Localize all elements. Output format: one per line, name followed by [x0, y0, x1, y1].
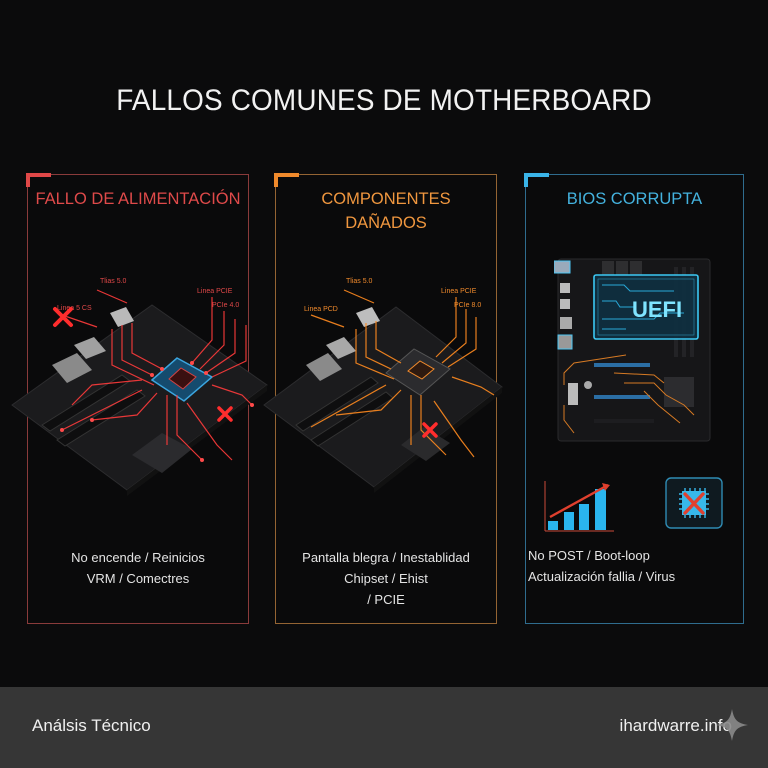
- description-line: / PCIE: [367, 592, 405, 607]
- rising-bar-chart-icon: [544, 481, 614, 532]
- footer-bar: Análsis Técnico ihardwarre.info: [0, 687, 768, 768]
- panel-damaged-components: COMPONENTES DAÑADOS: [263, 173, 503, 624]
- description-line: No POST / Boot-loop: [528, 548, 650, 563]
- panel-description: No POST / Boot-loop Actualización fallia…: [526, 545, 745, 587]
- panel-title-line: COMPONENTES: [321, 190, 451, 208]
- x-mark-icon: [217, 406, 233, 422]
- page-title: FALLOS COMUNES DE MOTHERBOARD: [116, 84, 652, 117]
- footer-site-link[interactable]: ihardwarre.info: [619, 716, 732, 735]
- svg-text:Linea PCIE: Linea PCIE: [197, 288, 233, 295]
- svg-text:PCIe 4.0: PCIe 4.0: [212, 302, 239, 309]
- svg-text:PCIe 8.0: PCIe 8.0: [454, 302, 481, 309]
- x-mark-icon: [53, 307, 73, 327]
- corner-accent: [524, 173, 549, 187]
- description-line: Pantalla blegra / Inestablidad: [302, 550, 470, 565]
- svg-text:Tlias 5.0: Tlias 5.0: [100, 278, 127, 285]
- panel-title: FALLO DE ALIMENTACIÓN: [35, 190, 241, 208]
- panel-title-line: DAÑADOS: [345, 214, 427, 232]
- chip-error-icon: [665, 477, 723, 529]
- description-line: VRM / Comectres: [86, 571, 190, 586]
- svg-text:Linea PCIE: Linea PCIE: [441, 288, 477, 295]
- motherboard-orange-traces-icon: Tlias 5.0 Linea PCIE PCIe 8.0 Linea PCD: [263, 278, 503, 493]
- footer-tagline: Análsis Técnico: [32, 716, 151, 735]
- panel-description: No encende / Reinicios VRM / Comectres: [28, 547, 248, 589]
- svg-text:UEFI: UEFI: [632, 297, 682, 322]
- description-line: Actualización fallia / Virus: [528, 569, 676, 584]
- motherboard-uefi-icon: UEFI: [554, 258, 711, 442]
- svg-text:Linea PCD: Linea PCD: [304, 306, 338, 313]
- panel-title: COMPONENTES DAÑADOS: [276, 187, 496, 235]
- panel-title: BIOS CORRUPTA: [566, 190, 703, 208]
- panel-bios-corrupt: BIOS CORRUPTA UEFI: [524, 173, 745, 624]
- svg-text:Tlias 5.0: Tlias 5.0: [346, 278, 373, 285]
- sparkle-icon: [716, 709, 748, 741]
- description-line: Chipset / Ehist: [344, 571, 428, 586]
- panel-description: Pantalla blegra / Inestablidad Chipset /…: [276, 547, 496, 610]
- corner-accent: [274, 173, 299, 187]
- panel-power-failure: FALLO DE ALIMENTACIÓN: [11, 173, 268, 624]
- svg-text:Linea 5 CS: Linea 5 CS: [57, 305, 92, 312]
- motherboard-red-traces-icon: Tlias 5.0 Linea PCIE PCIe 4.0 Linea 5 CS: [11, 278, 268, 496]
- x-mark-icon: [422, 422, 438, 438]
- description-line: No encende / Reinicios: [71, 550, 205, 565]
- corner-accent: [26, 173, 51, 187]
